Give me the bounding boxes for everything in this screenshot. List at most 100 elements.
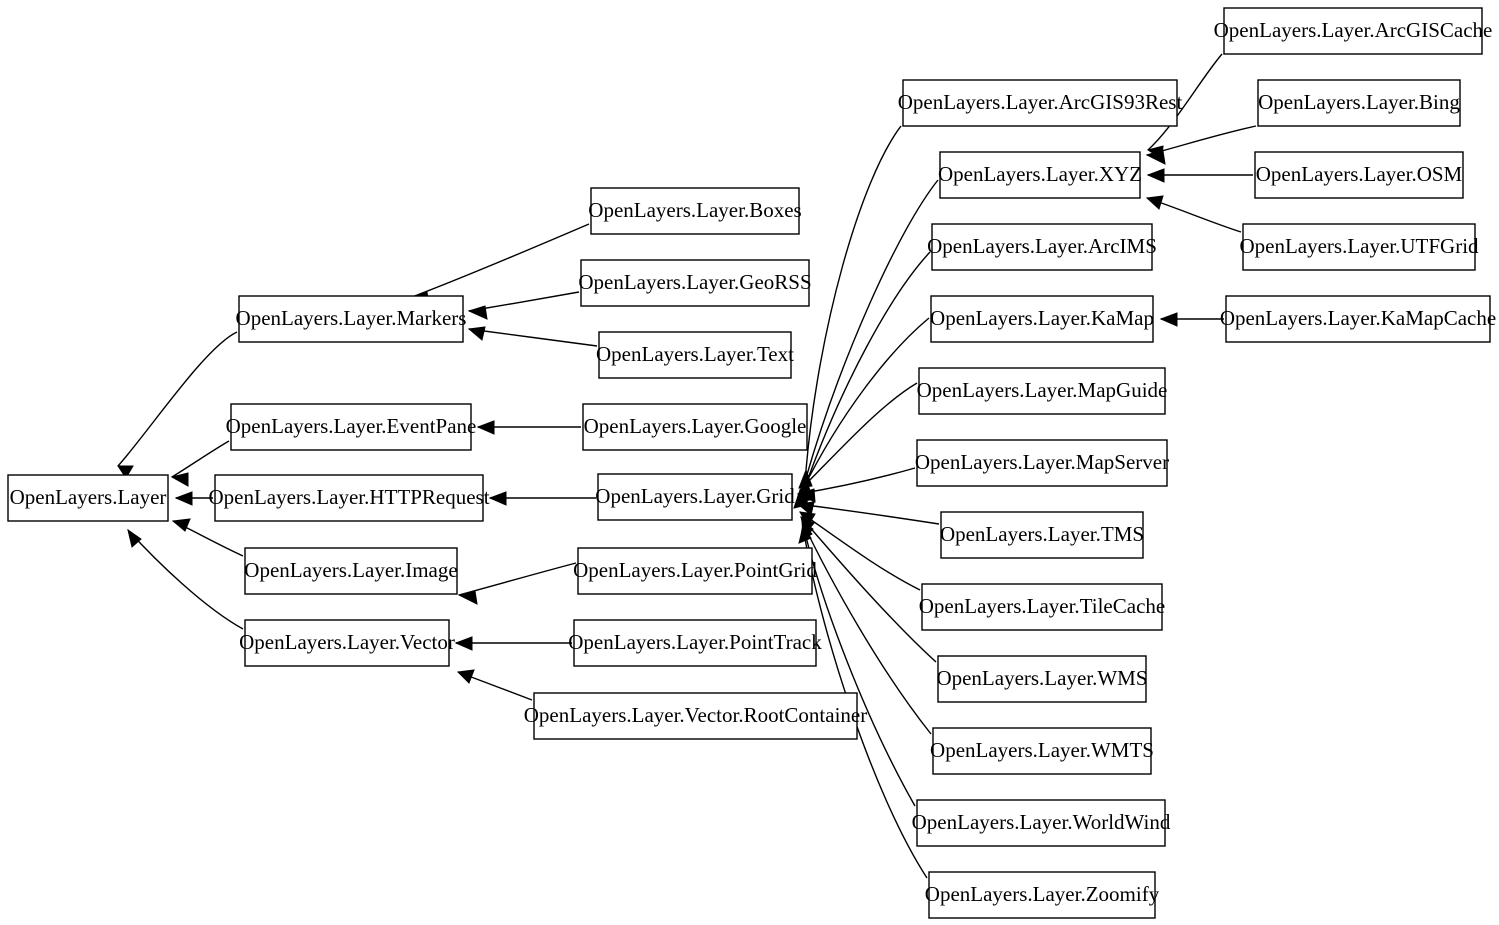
arrowhead-icon: [171, 518, 191, 532]
node-box[interactable]: [918, 367, 1166, 415]
edges-layer: [117, 53, 1257, 879]
node-box[interactable]: [921, 583, 1163, 631]
node-box[interactable]: [937, 655, 1147, 703]
node-box[interactable]: [238, 295, 464, 343]
edge-arcims-grid: [796, 251, 931, 503]
node-box[interactable]: [230, 403, 472, 451]
node-box[interactable]: [940, 511, 1144, 559]
node-box[interactable]: [916, 799, 1166, 847]
class-node-eventpane[interactable]: OpenLayers.Layer.EventPane: [226, 403, 477, 451]
class-node-markers[interactable]: OpenLayers.Layer.Markers: [236, 295, 467, 343]
node-box[interactable]: [1225, 295, 1491, 343]
class-node-mapguide[interactable]: OpenLayers.Layer.MapGuide: [917, 367, 1168, 415]
node-label: OpenLayers.Layer.KaMapCache: [1220, 306, 1496, 330]
node-label: OpenLayers.Layer.Vector: [239, 630, 455, 654]
node-label: OpenLayers.Layer.ArcGISCache: [1214, 18, 1493, 42]
node-box[interactable]: [902, 79, 1178, 127]
node-box[interactable]: [928, 871, 1156, 919]
class-node-wms[interactable]: OpenLayers.Layer.WMS: [936, 655, 1148, 703]
class-node-wmts[interactable]: OpenLayers.Layer.WMTS: [930, 727, 1154, 775]
edge-line: [468, 328, 598, 347]
node-label: OpenLayers.Layer.Text: [596, 342, 794, 366]
node-box[interactable]: [597, 473, 793, 521]
node-label: OpenLayers.Layer.WMTS: [930, 738, 1154, 762]
class-node-tilecache[interactable]: OpenLayers.Layer.TileCache: [919, 583, 1165, 631]
node-box[interactable]: [1254, 151, 1464, 199]
edge-line: [799, 382, 918, 491]
node-label: OpenLayers.Layer.GeoRSS: [578, 270, 811, 294]
class-node-arcgiscache[interactable]: OpenLayers.Layer.ArcGISCache: [1214, 7, 1493, 55]
class-node-layer[interactable]: OpenLayers.Layer: [7, 474, 169, 522]
node-box[interactable]: [1242, 223, 1476, 271]
arrowhead-icon: [467, 326, 486, 341]
edge-bing-xyz: [1145, 125, 1257, 165]
node-label: OpenLayers.Layer.UTFGrid: [1239, 234, 1479, 258]
node-box[interactable]: [930, 295, 1154, 343]
edge-vector-layer: [127, 528, 244, 630]
node-label: OpenLayers.Layer.Google: [584, 414, 807, 438]
class-node-osm[interactable]: OpenLayers.Layer.OSM: [1254, 151, 1464, 199]
node-box[interactable]: [939, 151, 1141, 199]
class-node-image[interactable]: OpenLayers.Layer.Image: [244, 547, 458, 595]
class-node-tms[interactable]: OpenLayers.Layer.TMS: [940, 511, 1144, 559]
arrowhead-icon: [454, 636, 473, 651]
edge-line: [805, 251, 931, 485]
class-node-utfgrid[interactable]: OpenLayers.Layer.UTFGrid: [1239, 223, 1479, 271]
node-box[interactable]: [577, 547, 813, 595]
node-box[interactable]: [580, 259, 810, 307]
class-node-httprequest[interactable]: OpenLayers.Layer.HTTPRequest: [208, 474, 490, 522]
node-box[interactable]: [590, 187, 800, 235]
edge-kamap-grid: [794, 317, 930, 508]
node-box[interactable]: [598, 331, 792, 379]
class-node-georss[interactable]: OpenLayers.Layer.GeoRSS: [578, 259, 812, 307]
class-node-google[interactable]: OpenLayers.Layer.Google: [582, 403, 808, 451]
edge-rootcontainer-vector: [456, 669, 533, 701]
class-node-pointtrack[interactable]: OpenLayers.Layer.PointTrack: [568, 619, 822, 667]
class-node-arcgis93rest[interactable]: OpenLayers.Layer.ArcGIS93Rest: [898, 79, 1183, 127]
edge-eventpane-layer: [170, 440, 230, 487]
node-box[interactable]: [932, 727, 1152, 775]
class-node-kamap[interactable]: OpenLayers.Layer.KaMap: [930, 295, 1154, 343]
edge-line: [801, 520, 932, 735]
arrowhead-icon: [1145, 195, 1164, 210]
class-node-zoomify[interactable]: OpenLayers.Layer.Zoomify: [925, 871, 1160, 919]
class-node-vector[interactable]: OpenLayers.Layer.Vector: [239, 619, 455, 667]
edge-pointtrack-vector: [454, 636, 572, 651]
class-node-xyz[interactable]: OpenLayers.Layer.XYZ: [938, 151, 1142, 199]
edge-line: [802, 317, 930, 490]
node-box[interactable]: [582, 403, 808, 451]
class-node-arcims[interactable]: OpenLayers.Layer.ArcIMS: [927, 223, 1157, 271]
node-box[interactable]: [931, 223, 1153, 271]
class-node-grid[interactable]: OpenLayers.Layer.Grid: [595, 473, 795, 521]
arrowhead-icon: [170, 472, 189, 487]
node-box[interactable]: [1223, 7, 1483, 55]
arrowhead-icon: [796, 488, 816, 503]
node-box[interactable]: [244, 619, 450, 667]
arrowhead-icon: [457, 590, 478, 605]
node-box[interactable]: [1257, 79, 1461, 127]
node-box[interactable]: [7, 474, 169, 522]
edge-mapserver-grid: [796, 467, 916, 503]
class-node-boxes[interactable]: OpenLayers.Layer.Boxes: [588, 187, 802, 235]
edge-line: [1147, 53, 1223, 151]
node-label: OpenLayers.Layer.WorldWind: [912, 810, 1171, 834]
node-label: OpenLayers.Layer.TMS: [940, 522, 1144, 546]
node-box[interactable]: [573, 619, 817, 667]
arrowhead-icon: [1146, 168, 1165, 183]
edge-markers-layer: [117, 331, 238, 479]
class-node-text[interactable]: OpenLayers.Layer.Text: [596, 331, 794, 379]
node-box[interactable]: [214, 474, 484, 522]
class-node-rootcontainer[interactable]: OpenLayers.Layer.Vector.RootContainer: [524, 692, 867, 740]
class-node-mapserver[interactable]: OpenLayers.Layer.MapServer: [915, 439, 1169, 487]
edge-utfgrid-xyz: [1145, 195, 1242, 233]
node-box[interactable]: [533, 692, 858, 740]
node-box[interactable]: [244, 547, 458, 595]
node-label: OpenLayers.Layer.ArcGIS93Rest: [898, 90, 1183, 114]
class-node-kamapcache[interactable]: OpenLayers.Layer.KaMapCache: [1220, 295, 1496, 343]
node-box[interactable]: [916, 439, 1168, 487]
class-node-worldwind[interactable]: OpenLayers.Layer.WorldWind: [912, 799, 1171, 847]
arrowhead-icon: [117, 465, 134, 479]
class-node-bing[interactable]: OpenLayers.Layer.Bing: [1257, 79, 1461, 127]
class-node-pointgrid[interactable]: OpenLayers.Layer.PointGrid: [573, 547, 817, 595]
